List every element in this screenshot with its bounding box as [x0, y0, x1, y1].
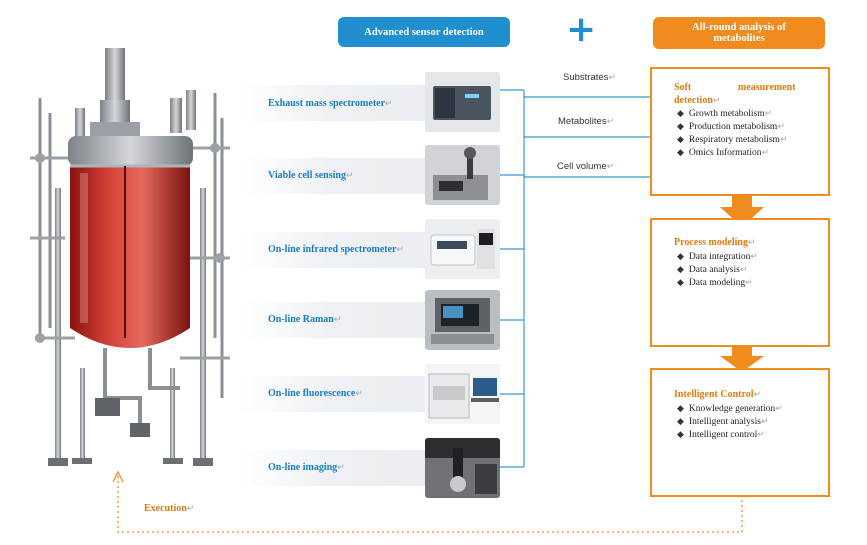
- list-item: ◆Knowledge generation↵: [677, 403, 783, 414]
- metabolite-analysis-header: All-round analysis of metabolites: [653, 17, 825, 49]
- list-item: ◆Data analysis↵: [677, 264, 748, 275]
- sensor-label-raman: On-line Raman↵: [268, 314, 342, 325]
- list-item: ◆Intelligent control↵: [677, 429, 765, 440]
- soft-measurement-title-a: Soft: [674, 82, 692, 93]
- cell-sensor-photo: [425, 145, 500, 205]
- flow-label-cell-volume: Cell volume↵: [557, 161, 615, 172]
- intelligent-control-box: [650, 368, 830, 497]
- plus-icon: +: [566, 9, 597, 50]
- list-item: ◆Intelligent analysis↵: [677, 416, 769, 427]
- infrared-spectrometer-photo: [425, 219, 500, 279]
- sensor-label-exhaust-mass: Exhaust mass spectrometer↵: [268, 98, 393, 109]
- flow-label-substrates: Substrates↵: [563, 72, 616, 83]
- imaging-microscope-photo: [425, 438, 500, 498]
- advanced-sensor-detection-header: Advanced sensor detection: [338, 17, 510, 47]
- bioreactor-illustration: [30, 48, 230, 466]
- sensor-label-fluorescence: On-line fluorescence↵: [268, 388, 363, 399]
- list-item: ◆Omics Information↵: [677, 147, 770, 158]
- soft-measurement-title-b: measurement: [738, 82, 796, 93]
- soft-measurement-title-c: detection↵: [674, 95, 721, 106]
- list-item: ◆Growth metabolism↵: [677, 108, 773, 119]
- process-modeling-title: Process modeling↵: [674, 237, 756, 248]
- list-item: ◆Respiratory metabolism↵: [677, 134, 788, 145]
- raman-instrument-photo: [425, 290, 500, 350]
- sensor-label-imaging: On-line imaging↵: [268, 462, 345, 473]
- metabolite-analysis-header-text: All-round analysis of metabolites: [692, 22, 786, 44]
- sensor-label-viable-cell: Viable cell sensing↵: [268, 170, 354, 181]
- sensor-label-infrared: On-line infrared spectrometer↵: [268, 244, 405, 255]
- process-modeling-box: [650, 218, 830, 347]
- intelligent-control-title: Intelligent Control↵: [674, 389, 762, 400]
- execution-label: Execution↵: [144, 503, 195, 514]
- list-item: ◆Production metabolism↵: [677, 121, 785, 132]
- list-item: ◆Data integration↵: [677, 251, 758, 262]
- fluorescence-instrument-photo: [425, 364, 500, 424]
- soft-measurement-box: [650, 67, 830, 196]
- mass-spectrometer-photo: [425, 72, 500, 132]
- list-item: ◆Data modeling↵: [677, 277, 753, 288]
- flow-label-metabolites: Metabolites↵: [558, 116, 615, 127]
